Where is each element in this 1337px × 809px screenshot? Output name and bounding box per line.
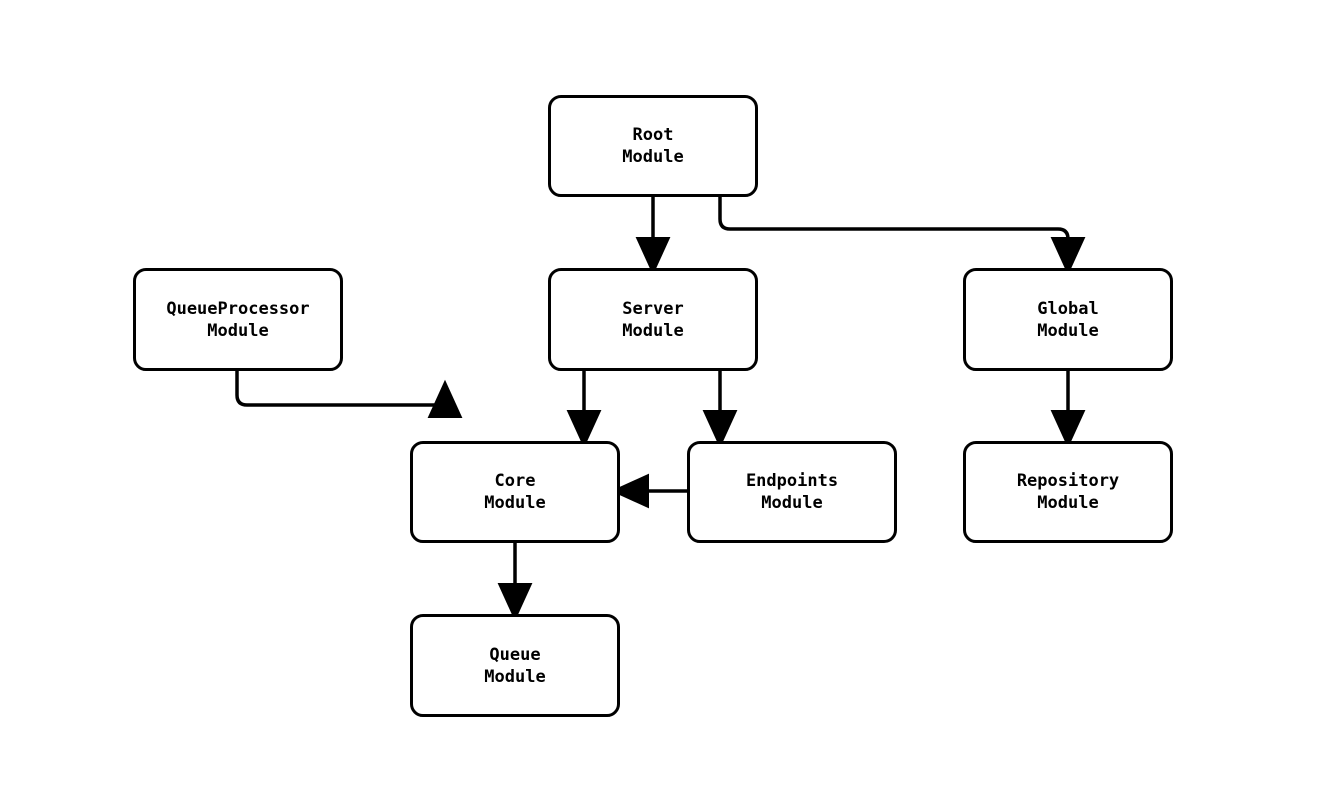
node-queueprocessor-label-line2: Module <box>207 320 269 341</box>
node-core-label-line1: Core <box>494 471 536 491</box>
node-server-label-line1: Server <box>622 298 684 319</box>
node-repository-label-line1: Repository <box>1016 471 1120 491</box>
edge-root-to-global <box>718 197 1086 276</box>
node-queue-label-line1: Queue <box>489 644 541 665</box>
node-queueprocessor-label-line1: QueueProcessor <box>166 298 310 319</box>
node-server-label-line2: Module <box>622 320 684 341</box>
node-global-label-line1: Global <box>1037 298 1099 319</box>
node-endpoints[interactable]: Endpoints Module <box>687 441 897 543</box>
node-repository[interactable]: Repository Module <box>963 441 1173 543</box>
node-queue[interactable]: Queue Module <box>410 614 620 717</box>
node-endpoints-label-line2: Module <box>761 493 823 513</box>
node-global-label-line2: Module <box>1037 320 1099 341</box>
node-core[interactable]: Core Module <box>410 441 620 543</box>
node-server[interactable]: Server Module <box>548 268 758 371</box>
node-root-label-line2: Module <box>622 147 684 167</box>
node-queue-label-line2: Module <box>484 666 546 687</box>
node-endpoints-label-line1: Endpoints <box>745 471 839 491</box>
edge-queueprocessor-to-core <box>235 371 463 419</box>
node-root-label-line1: Root <box>632 125 674 145</box>
node-global[interactable]: Global Module <box>963 268 1173 371</box>
node-root[interactable]: Root Module <box>548 95 758 197</box>
node-queueprocessor[interactable]: QueueProcessor Module <box>133 268 343 371</box>
node-repository-label-line2: Module <box>1037 493 1099 513</box>
node-core-label-line2: Module <box>484 493 546 513</box>
